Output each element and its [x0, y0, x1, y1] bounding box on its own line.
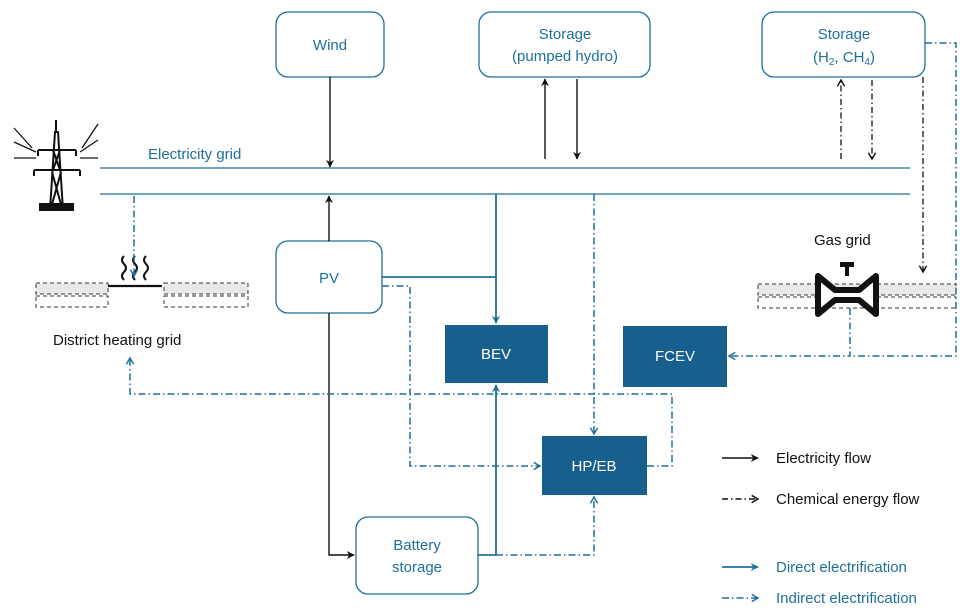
battery-to-hp-eb-arrow: [496, 495, 599, 556]
wind-node: Wind: [275, 11, 385, 78]
legend-indirect-electrification-label: Indirect electrification: [776, 590, 917, 607]
storage-h2-ch4-node: Storage (H2, CH4): [761, 11, 926, 78]
direct-electrification-flows: [382, 194, 500, 556]
gas-grid: Gas grid: [757, 232, 957, 317]
hp-eb-node: HP/EB: [542, 436, 647, 495]
storage-h2-title: Storage: [818, 26, 871, 43]
electricity-flows: [325, 77, 581, 559]
legend-chemical-energy-flow: Chemical energy flow: [722, 491, 920, 508]
fcev-node: FCEV: [623, 326, 727, 387]
legend-indirect-electrification: Indirect electrification: [722, 590, 917, 607]
legend-electricity-flow: Electricity flow: [722, 450, 871, 467]
electricity-grid-label: Electricity grid: [148, 146, 241, 163]
legend-direct-electrification-label: Direct electrification: [776, 559, 907, 576]
pv-to-hp-eb-arrow: [382, 285, 542, 471]
indirect-electrification-flows: [125, 42, 957, 556]
gas-grid-label: Gas grid: [814, 232, 871, 249]
storage-pumped-title: Storage: [539, 26, 592, 43]
district-heating-grid: District heating grid: [35, 255, 249, 349]
storage-pumped-subtitle: (pumped hydro): [512, 48, 618, 65]
legend-direct-electrification: Direct electrification: [722, 559, 907, 576]
pv-node: PV: [275, 240, 383, 314]
pv-label: PV: [319, 270, 339, 287]
legend: Electricity flow Chemical energy flow Di…: [722, 450, 920, 607]
battery-title: Battery: [393, 537, 441, 554]
wind-label: Wind: [313, 37, 347, 54]
hp-eb-label: HP/EB: [571, 458, 616, 475]
bev-label: BEV: [481, 346, 511, 363]
h2-storage-to-fcev-arrow: [850, 42, 957, 357]
gas-grid-to-fcev-arrow: [727, 308, 851, 361]
legend-chemical-energy-flow-label: Chemical energy flow: [776, 491, 920, 508]
fcev-label: FCEV: [655, 348, 695, 365]
storage-h2-subtitle: (H2, CH4): [813, 49, 875, 68]
legend-electricity-flow-label: Electricity flow: [776, 450, 871, 467]
district-heating-label: District heating grid: [53, 332, 181, 349]
heat-waves-icon: [108, 255, 162, 288]
bev-node: BEV: [445, 325, 548, 383]
hp-eb-to-district-heating-arrow: [125, 356, 673, 467]
pv-to-battery-arrow: [328, 313, 355, 559]
battery-storage-node: Battery storage: [355, 516, 479, 595]
battery-subtitle: storage: [392, 559, 442, 576]
electricity-grid: Electricity grid: [100, 146, 910, 195]
power-pylon-icon: [13, 120, 99, 211]
gas-valve-icon: [815, 262, 879, 317]
storage-pumped-hydro-node: Storage (pumped hydro): [478, 11, 651, 78]
chemical-energy-flows: [836, 77, 928, 274]
